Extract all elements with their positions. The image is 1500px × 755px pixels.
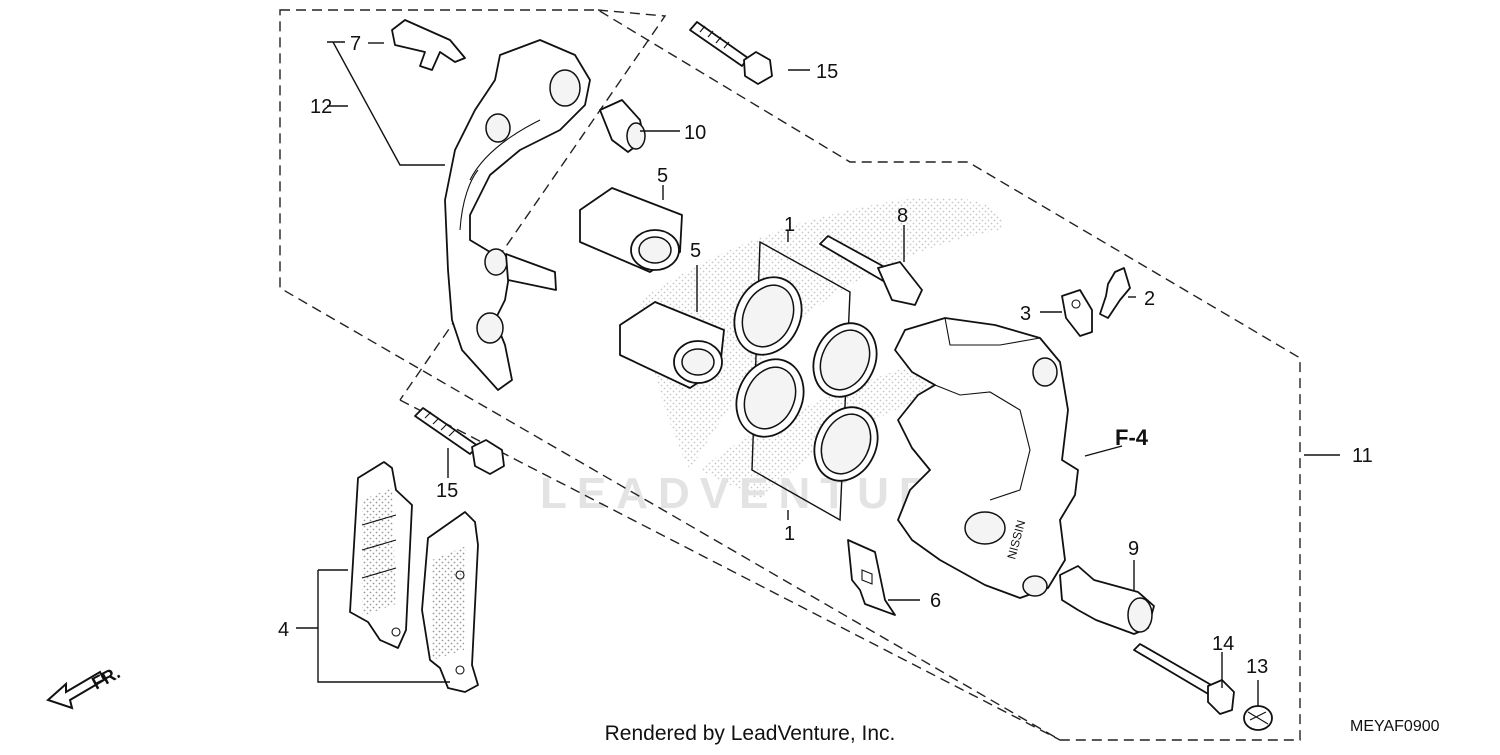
caliper-body: NISSIN	[894, 317, 1079, 599]
callout-4: 4	[278, 619, 289, 641]
front-direction-arrow	[46, 670, 106, 710]
callout-3: 3	[1020, 303, 1031, 325]
bleeder-cap	[1061, 289, 1093, 337]
watermark-text: LEADVENTURE	[540, 469, 980, 518]
callout-2: 2	[1144, 288, 1155, 310]
callout-1-bottom: 1	[784, 523, 795, 545]
callout-14: 14	[1212, 633, 1234, 655]
callout-8: 8	[897, 205, 908, 227]
callout-5-lower: 5	[690, 240, 701, 262]
callout-11: 11	[1352, 445, 1373, 467]
leader-lines	[296, 41, 1340, 706]
pin-plug	[1243, 705, 1273, 731]
footer-credit: Rendered by LeadVenture, Inc.	[605, 722, 896, 745]
callout-9: 9	[1128, 538, 1139, 560]
pad-spring	[847, 539, 896, 616]
assembly-outline	[279, 9, 1301, 741]
callout-15-bottom: 15	[436, 480, 458, 502]
callout-labels: 1 1 2 3 4 5 5 6 7 8 9 10 11 12 13 14 15 …	[278, 33, 1373, 678]
mounting-bolt-bottom	[414, 407, 505, 475]
callout-7: 7	[350, 33, 361, 55]
piston-seals	[733, 276, 879, 482]
mounting-bolt-top	[689, 21, 773, 85]
callout-15-top: 15	[816, 61, 838, 83]
pin-boot	[599, 99, 646, 153]
bleeder-valve	[1099, 267, 1131, 319]
callout-10: 10	[684, 122, 706, 144]
diagram-code: MEYAF0900	[1350, 718, 1440, 735]
reference-label: F-4	[1115, 425, 1149, 450]
callout-13: 13	[1246, 656, 1268, 678]
front-direction-label: FR.	[88, 662, 123, 693]
pad-pin-bolt	[1059, 565, 1155, 635]
brake-pad-rear	[421, 511, 479, 693]
callout-6: 6	[930, 590, 941, 612]
caliper-bracket	[444, 39, 591, 391]
piston-upper	[579, 187, 683, 273]
slide-pin	[819, 235, 923, 306]
callout-12: 12	[310, 96, 332, 118]
brake-pad-front	[349, 461, 413, 649]
pad-retainer	[391, 19, 466, 71]
piston-lower	[619, 301, 725, 389]
callout-5-top: 5	[657, 165, 668, 187]
callout-1-top: 1	[784, 214, 795, 236]
